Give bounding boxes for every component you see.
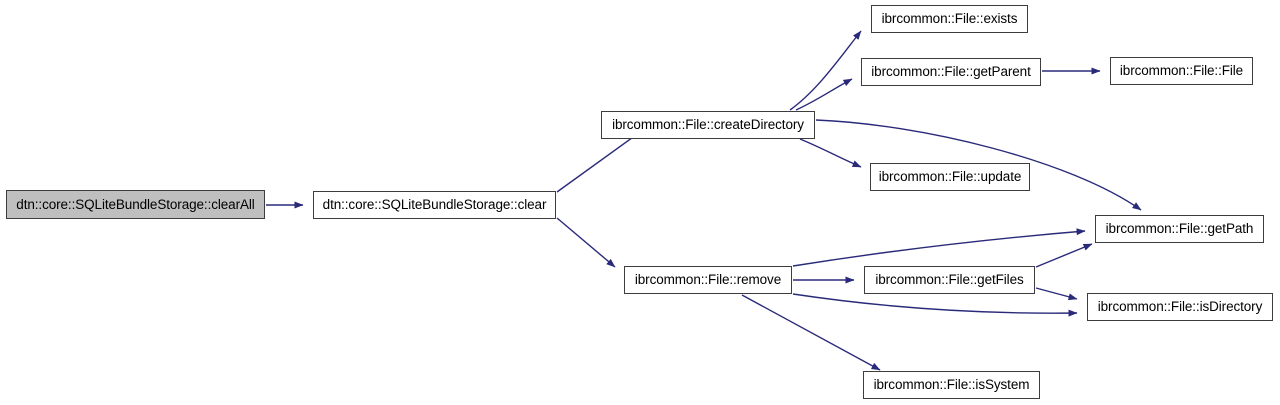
graph-node-label-getPath: ibrcommon::File::getPath xyxy=(1105,221,1254,237)
call-edge-getFiles-to-isDirectory xyxy=(1035,287,1078,301)
graph-node-clearAll[interactable]: dtn::core::SQLiteBundleStorage::clearAll xyxy=(6,190,265,219)
call-edge-remove-to-isSystem xyxy=(741,294,881,371)
graph-node-label-isDirectory: ibrcommon::File::isDirectory xyxy=(1097,299,1263,315)
graph-node-remove[interactable]: ibrcommon::File::remove xyxy=(624,266,792,294)
call-edge-remove-to-getPath xyxy=(792,228,1086,267)
graph-node-label-isSystem: ibrcommon::File::isSystem xyxy=(873,377,1030,393)
graph-node-label-exists: ibrcommon::File::exists xyxy=(881,11,1018,27)
graph-node-label-fileFile: ibrcommon::File::File xyxy=(1119,63,1244,79)
graph-node-label-clearAll: dtn::core::SQLiteBundleStorage::clearAll xyxy=(16,196,255,212)
graph-node-fileFile[interactable]: ibrcommon::File::File xyxy=(1110,57,1253,85)
call-edge-createDirectory-to-exists xyxy=(789,30,862,111)
call-edge-remove-to-isDirectory xyxy=(792,293,1078,317)
call-edge-clear-to-remove xyxy=(556,217,616,268)
graph-node-getPath[interactable]: ibrcommon::File::getPath xyxy=(1095,215,1264,243)
call-edge-createDirectory-to-getParent xyxy=(795,78,853,111)
graph-node-label-getFiles: ibrcommon::File::getFiles xyxy=(875,272,1024,288)
call-edge-createDirectory-to-update xyxy=(799,138,862,168)
graph-node-getFiles[interactable]: ibrcommon::File::getFiles xyxy=(864,266,1035,294)
graph-node-label-remove: ibrcommon::File::remove xyxy=(634,272,782,288)
call-edge-clear-to-createDirectory xyxy=(556,129,644,193)
graph-node-label-clear: dtn::core::SQLiteBundleStorage::clear xyxy=(322,197,547,213)
call-edge-getFiles-to-getPath xyxy=(1035,243,1093,268)
graph-node-label-getParent: ibrcommon::File::getParent xyxy=(871,64,1031,80)
graph-node-label-createDirectory: ibrcommon::File::createDirectory xyxy=(612,117,804,133)
graph-node-createDirectory[interactable]: ibrcommon::File::createDirectory xyxy=(601,111,815,139)
graph-node-isSystem[interactable]: ibrcommon::File::isSystem xyxy=(863,371,1040,399)
graph-node-label-update: ibrcommon::File::update xyxy=(878,169,1022,185)
graph-node-isDirectory[interactable]: ibrcommon::File::isDirectory xyxy=(1087,293,1273,321)
graph-node-getParent[interactable]: ibrcommon::File::getParent xyxy=(861,58,1041,86)
graph-node-update[interactable]: ibrcommon::File::update xyxy=(870,163,1030,191)
graph-node-clear[interactable]: dtn::core::SQLiteBundleStorage::clear xyxy=(313,191,556,219)
graph-node-exists[interactable]: ibrcommon::File::exists xyxy=(871,5,1028,33)
